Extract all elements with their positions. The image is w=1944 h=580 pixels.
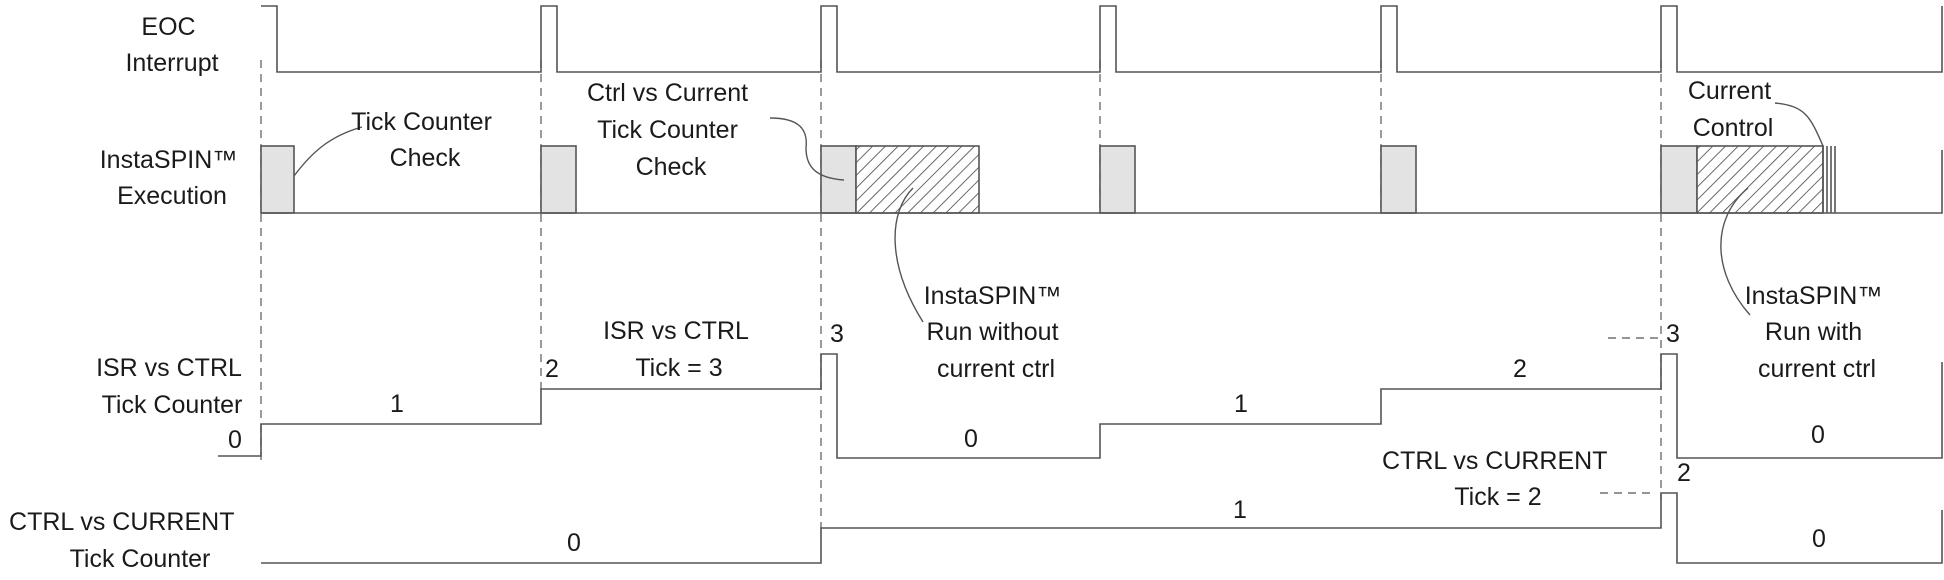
ctrl-current-value-1: 1 xyxy=(1233,496,1247,524)
isr-ctrl-value-3a: 3 xyxy=(830,320,844,348)
ctrl-current-signal-label: CTRL vs CURRENT Tick Counter xyxy=(9,508,241,573)
isr-ctrl-counter-waveform xyxy=(218,353,1943,459)
ctrl-current-tick-annotation: CTRL vs CURRENT Tick = 2 xyxy=(1382,447,1614,511)
isr-ctrl-value-3b: 3 xyxy=(1666,320,1680,348)
annotation-leaders xyxy=(293,102,1824,323)
annotation-labels: Tick Counter Check Ctrl vs Current Tick … xyxy=(351,77,1890,511)
isr-ctrl-value-start: 0 xyxy=(228,426,242,454)
current-control-annotation: Current Control xyxy=(1688,77,1778,142)
isr-ctrl-value-1b: 1 xyxy=(1234,390,1248,418)
signal-labels: EOC Interrupt InstaSPIN™ Execution ISR v… xyxy=(9,13,248,573)
isr-ctrl-value-0a: 0 xyxy=(964,425,978,453)
isr-ctrl-signal-label: ISR vs CTRL Tick Counter xyxy=(96,354,248,419)
isr-ctrl-value-2: 2 xyxy=(545,355,559,383)
run-without-current-ctrl-annotation: InstaSPIN™ Run without current ctrl xyxy=(924,282,1069,383)
ctrl-current-value-0a: 0 xyxy=(567,529,581,557)
isr-ctrl-tick-annotation: ISR vs CTRL Tick = 3 xyxy=(603,317,755,382)
ctrl-current-value-0b: 0 xyxy=(1812,525,1826,553)
isr-ctrl-value-2b: 2 xyxy=(1513,355,1527,383)
tick-counter-check-annotation: Tick Counter Check xyxy=(351,108,499,172)
eoc-interrupt-waveform xyxy=(261,5,1943,73)
insta-execution-signal-label: InstaSPIN™ Execution xyxy=(100,146,245,210)
ctrl-current-counter-values: 0 1 2 0 xyxy=(567,459,1826,557)
isr-ctrl-counter-values: 0 1 2 3 0 1 2 3 0 xyxy=(228,320,1825,454)
ctrl-vs-current-check-annotation: Ctrl vs Current Tick Counter Check xyxy=(587,79,755,181)
isr-ctrl-value-seg1: 1 xyxy=(390,390,404,418)
insta-execution-baseline xyxy=(261,150,1943,214)
isr-ctrl-value-0b: 0 xyxy=(1811,421,1825,449)
insta-execution-blocks xyxy=(260,145,1836,214)
ctrl-current-counter-waveform xyxy=(261,492,1943,564)
eoc-signal-label: EOC Interrupt xyxy=(125,13,218,77)
ctrl-current-value-2: 2 xyxy=(1677,459,1691,487)
run-with-current-ctrl-annotation: InstaSPIN™ Run with current ctrl xyxy=(1745,282,1890,383)
